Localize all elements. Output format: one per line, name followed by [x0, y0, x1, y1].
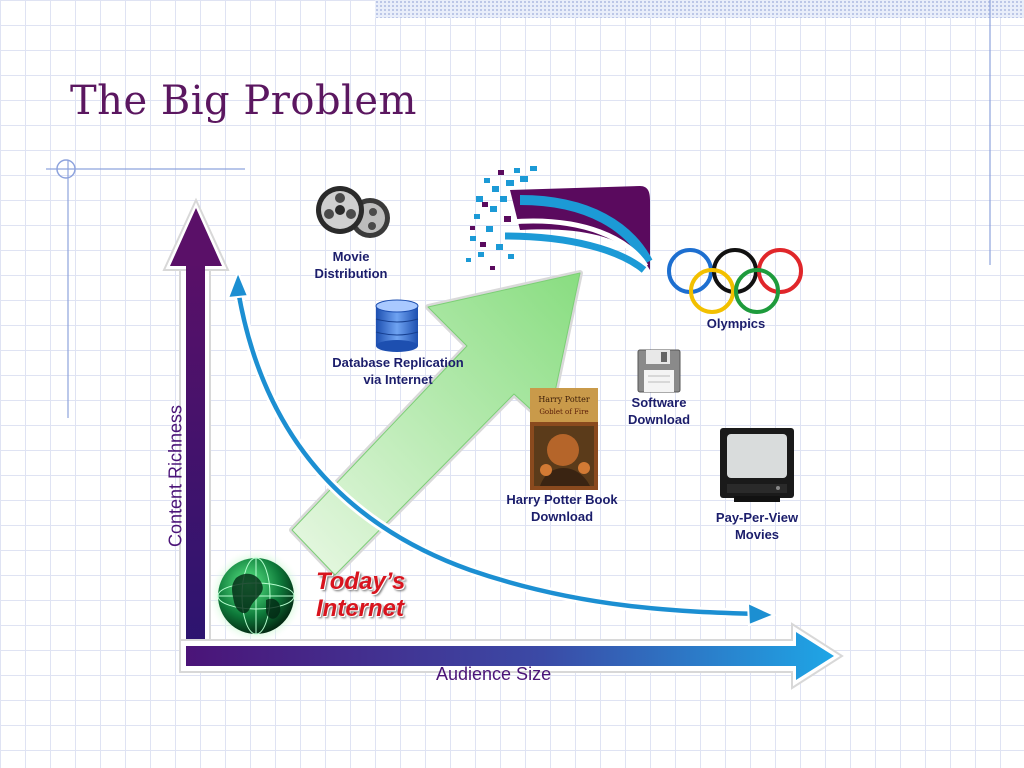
movie-label-line1: Movie: [332, 249, 370, 264]
olympic-rings-icon: [667, 248, 803, 314]
television-icon: [720, 428, 794, 502]
database-label-line1: Database Replication: [332, 355, 464, 370]
audience-size-axis: [179, 622, 844, 690]
olympics-label-line1: Olympics: [706, 316, 766, 331]
ppv-label-line1: Pay-Per-View: [715, 510, 799, 525]
globe-icon: [208, 548, 304, 644]
ppv-label-line2: Movies: [734, 527, 780, 542]
floppy-disk-icon: [637, 349, 681, 393]
film-reel-icon: [316, 186, 390, 238]
harry-potter-label: Harry Potter Book Download: [496, 491, 628, 525]
book-title-line2: Goblet of Fire: [539, 408, 588, 416]
growth-arrow: [289, 270, 583, 578]
x-axis-label: Audience Size: [436, 664, 552, 684]
digital-flag-logo: [466, 166, 653, 273]
pay-per-view-label: Pay-Per-View Movies: [705, 509, 809, 543]
todays-internet-label: Today’s Internet: [316, 568, 405, 622]
database-icon: [375, 299, 419, 352]
database-replication-label: Database Replication via Internet: [322, 354, 474, 388]
book-title-line1: Harry Potter: [538, 395, 589, 404]
content-richness-axis: [162, 197, 230, 669]
y-axis-label: Content Richness: [165, 404, 186, 548]
movie-label-line2: Distribution: [314, 266, 388, 281]
software-label-line1: Software: [631, 395, 687, 410]
book-cover-icon: Harry Potter Goblet of Fire: [530, 388, 598, 490]
software-label-line2: Download: [627, 412, 691, 427]
olympics-label: Olympics: [696, 315, 776, 332]
movie-distribution-label: Movie Distribution: [305, 248, 397, 282]
software-download-label: Software Download: [619, 394, 699, 428]
harry-potter-label-line2: Download: [530, 509, 594, 524]
tradeoff-curve-arrow: [226, 269, 777, 627]
slide-title: The Big Problem: [70, 78, 417, 124]
todays-internet-line1: Today’s: [316, 568, 406, 595]
todays-internet-line2: Internet: [316, 595, 405, 622]
decorative-top-band: [375, 0, 1024, 18]
harry-potter-label-line1: Harry Potter Book: [506, 492, 618, 507]
database-label-line2: via Internet: [363, 372, 433, 387]
